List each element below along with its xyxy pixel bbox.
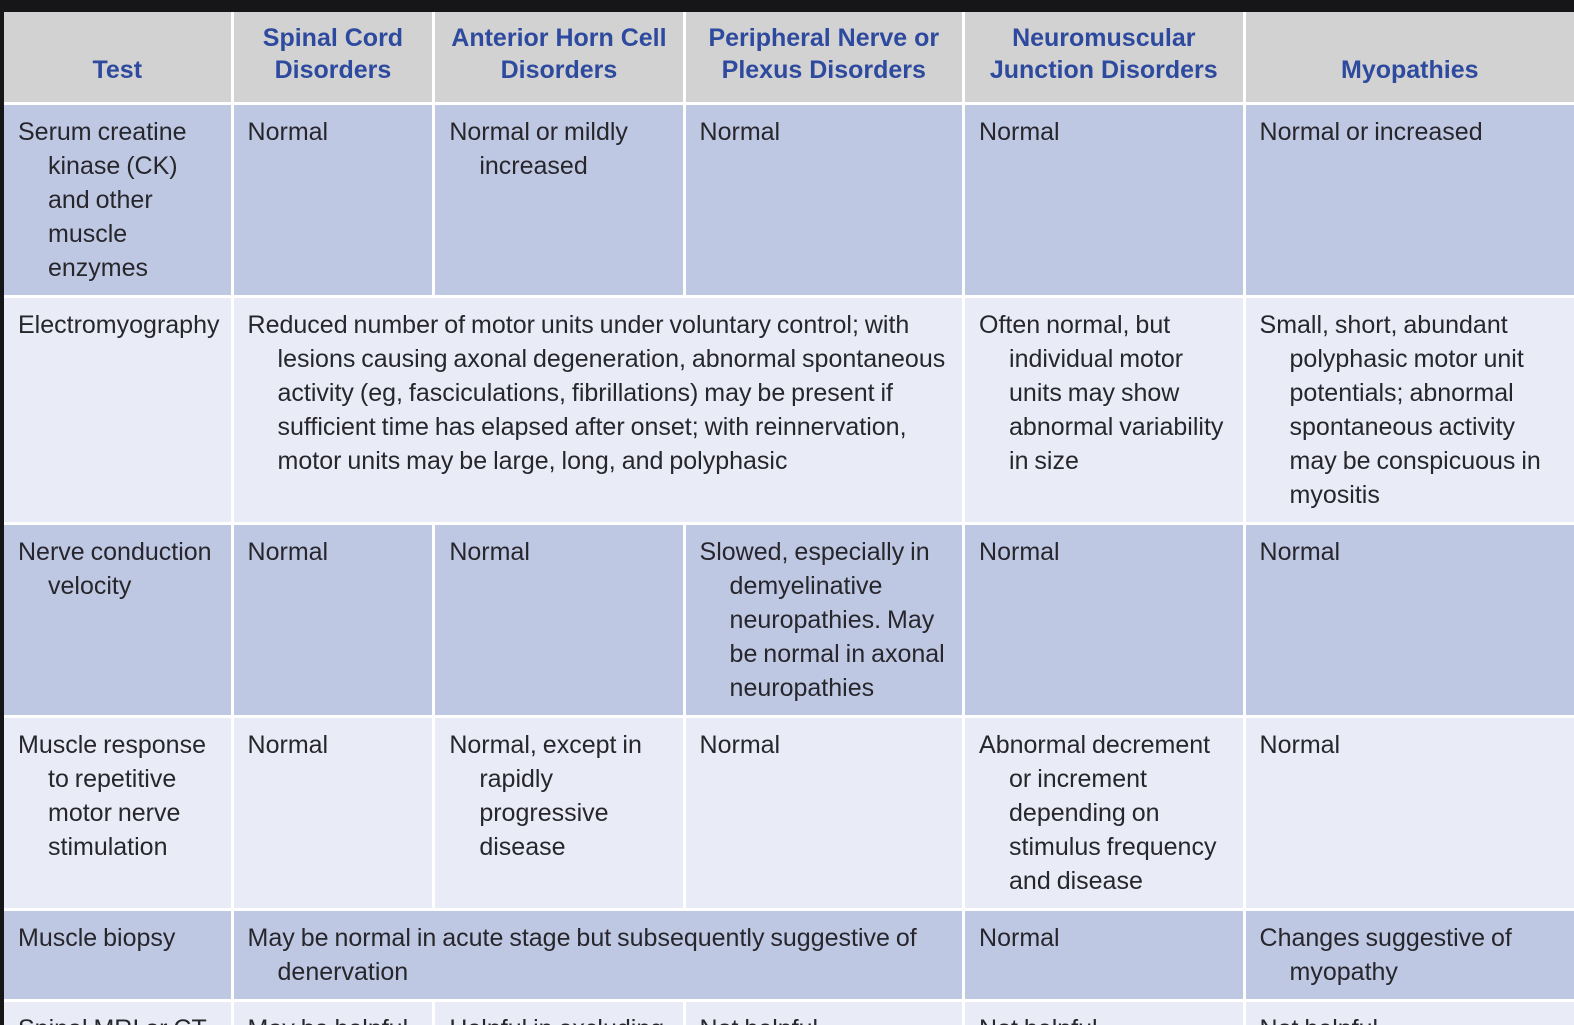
diagnostic-tests-table: Test Spinal Cord Disorders Anterior Horn… xyxy=(4,12,1574,1025)
table-cell: Small, short, abundant polyphasic motor … xyxy=(1244,296,1574,525)
row-label-electromyography: Electromyography xyxy=(4,296,234,525)
table-cell: Slowed, especially in demyelinative neur… xyxy=(684,523,966,718)
column-header-anterior-horn-cell: Anterior Horn Cell Disorders xyxy=(433,12,686,105)
table-cell: Normal xyxy=(1244,716,1574,911)
table-cell: Abnormal decrement or increment dependin… xyxy=(963,716,1246,911)
table-cell-span: May be normal in acute stage but subsequ… xyxy=(232,909,966,1002)
table-row-spinal-mri-ct: Spinal MRI or CT myelography May be help… xyxy=(4,1000,1574,1025)
table-row-nerve-conduction-velocity: Nerve conduction velocity Normal Normal … xyxy=(4,523,1574,718)
table-cell-span: Reduced number of motor units under volu… xyxy=(232,296,966,525)
table-cell: Not helpful xyxy=(684,1000,966,1025)
column-header-neuromuscular-junction: Neuromuscular Junction Disorders xyxy=(963,12,1246,105)
table-cell: Normal or increased xyxy=(1244,103,1574,298)
table-cell: Normal xyxy=(1244,523,1574,718)
table-cell: Changes suggestive of myopathy xyxy=(1244,909,1574,1002)
column-header-myopathies: Myopathies xyxy=(1244,12,1574,105)
table-cell: Normal xyxy=(232,523,436,718)
table-cell: Normal xyxy=(232,103,436,298)
row-label-nerve-conduction-velocity: Nerve conduction velocity xyxy=(4,523,234,718)
column-header-peripheral-nerve-plexus: Peripheral Nerve or Plexus Disorders xyxy=(684,12,966,105)
table-cell: Normal, except in rapidly progressive di… xyxy=(433,716,686,911)
column-header-spinal-cord: Spinal Cord Disorders xyxy=(232,12,436,105)
table-cell: Normal xyxy=(963,103,1246,298)
table-cell: Helpful in excluding other disorders xyxy=(433,1000,686,1025)
table-cell: Normal xyxy=(963,909,1246,1002)
table-cell: Normal or mildly increased xyxy=(433,103,686,298)
table-row-electromyography: Electromyography Reduced number of motor… xyxy=(4,296,1574,525)
table-cell: Normal xyxy=(684,716,966,911)
row-label-repetitive-stimulation: Muscle response to repetitive motor nerv… xyxy=(4,716,234,911)
table-cell: May be helpful xyxy=(232,1000,436,1025)
table-row-repetitive-stimulation: Muscle response to repetitive motor nerv… xyxy=(4,716,1574,911)
table-row-serum-ck: Serum creatine kinase (CK) and other mus… xyxy=(4,103,1574,298)
table-cell: Normal xyxy=(232,716,436,911)
header-row: Test Spinal Cord Disorders Anterior Horn… xyxy=(4,12,1574,105)
table-cell: Often normal, but individual motor units… xyxy=(963,296,1246,525)
table-cell: Normal xyxy=(433,523,686,718)
row-label-spinal-mri-ct: Spinal MRI or CT myelography xyxy=(4,1000,234,1025)
table-cell: Not helpful xyxy=(1244,1000,1574,1025)
row-label-serum-ck: Serum creatine kinase (CK) and other mus… xyxy=(4,103,234,298)
table-cell: Not helpful xyxy=(963,1000,1246,1025)
column-header-test: Test xyxy=(4,12,234,105)
table-row-muscle-biopsy: Muscle biopsy May be normal in acute sta… xyxy=(4,909,1574,1002)
row-label-muscle-biopsy: Muscle biopsy xyxy=(4,909,234,1002)
table-cell: Normal xyxy=(684,103,966,298)
table-cell: Normal xyxy=(963,523,1246,718)
